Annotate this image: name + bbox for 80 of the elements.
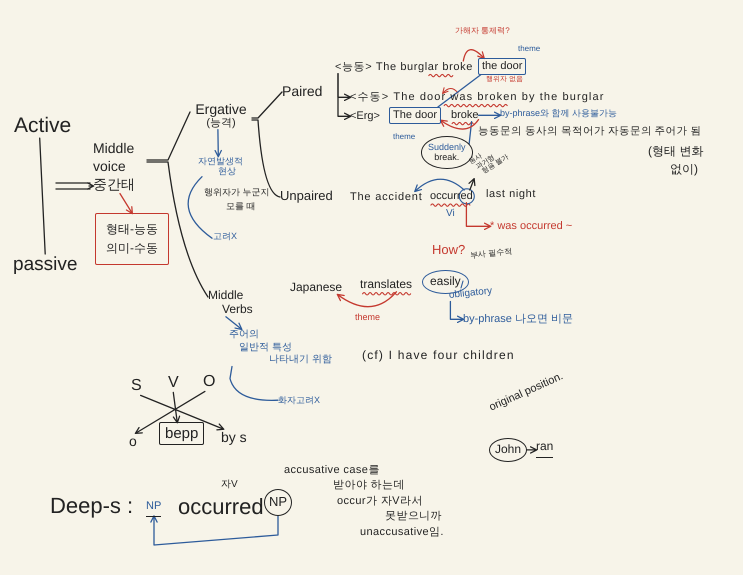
arrow	[214, 129, 222, 158]
sentence-tag: <Erg>	[350, 110, 380, 123]
note: 고려X	[213, 231, 238, 242]
note: * was occurred ~	[490, 220, 572, 233]
word: occurred	[178, 494, 264, 520]
term: Unpaired	[280, 189, 333, 204]
term: Ergative	[194, 101, 248, 118]
arrow	[462, 49, 485, 62]
annotation: 자V	[221, 479, 238, 490]
note: Suddenly	[428, 142, 466, 152]
note: 행위자가 누군지 모를 때	[204, 185, 270, 214]
word: Japanese	[290, 281, 342, 295]
connector-line	[39, 137, 46, 255]
boxed-word: bepp	[159, 422, 204, 446]
connector-line	[229, 366, 279, 401]
connector-line	[251, 91, 283, 119]
word: ran	[536, 440, 554, 458]
note: How?	[432, 243, 466, 258]
letter: o	[129, 433, 137, 450]
note: 능동문의 동사의 목적어가 자동문의 주어가 됨	[478, 125, 702, 138]
connector-line	[437, 74, 482, 108]
word: translates	[360, 278, 412, 292]
arrow	[478, 112, 502, 120]
note-box: 형태-능동 의미-수동	[95, 213, 169, 266]
letter: S	[131, 377, 142, 396]
phrase: The accident	[350, 191, 423, 204]
word: by s	[221, 429, 247, 446]
circled-word: NP	[264, 489, 292, 516]
note: (cf) I have four children	[362, 349, 515, 363]
connector-line	[251, 119, 281, 198]
arrow	[440, 118, 480, 130]
note: by-phrase와 함께 사용불가능	[500, 108, 618, 118]
annotation: theme	[393, 132, 416, 142]
connector-line	[188, 176, 213, 239]
arrow	[336, 291, 398, 308]
word: NP	[146, 500, 162, 517]
connector-line	[146, 161, 209, 298]
term: Middle voice	[93, 139, 136, 176]
note: Deep-s :	[50, 493, 134, 518]
edge-label: theme	[354, 312, 382, 322]
note: (형태 변화 없이)	[648, 143, 704, 178]
term: passive	[13, 254, 78, 276]
arrow	[450, 300, 464, 324]
annotation: theme	[518, 44, 540, 54]
connector-line	[468, 120, 472, 145]
boxed-phrase: The door	[389, 107, 442, 124]
arrow	[225, 316, 243, 330]
example-sentence: <수동> The door was broken by the burglar	[350, 91, 604, 104]
arrow	[468, 178, 476, 191]
arrow	[337, 72, 352, 120]
arrow	[140, 394, 224, 430]
arrow	[150, 515, 279, 546]
term: Paired	[282, 83, 322, 100]
note: by-phrase 나오면 비문	[463, 313, 574, 326]
arrow	[134, 390, 206, 434]
circled-word: John	[489, 438, 528, 462]
annotation: Vi	[446, 208, 455, 220]
note: 자연발생적 현상	[198, 156, 243, 177]
boxed-phrase: the door	[478, 58, 526, 75]
term: (능격)	[205, 117, 237, 130]
arrow	[172, 392, 180, 424]
note: break.	[433, 152, 460, 163]
note: 주어의 일반적 특성 나타내기 위함	[229, 329, 332, 366]
term: Middle Verbs	[208, 288, 253, 317]
example-sentence: <능동> The burglar broke	[335, 61, 473, 74]
word: broke	[451, 109, 479, 122]
arrow	[119, 192, 134, 214]
term: 중간태	[93, 175, 136, 194]
letter: O	[203, 373, 216, 392]
arrow	[414, 178, 465, 192]
term: Active	[14, 114, 72, 138]
connector-line	[146, 111, 191, 161]
note: 화자고려X	[278, 395, 320, 406]
note: 부사 필수적	[470, 246, 512, 260]
arrow	[526, 446, 538, 454]
arrow	[466, 202, 492, 230]
letter: V	[168, 374, 179, 392]
phrase: last night	[486, 188, 536, 201]
arrow	[55, 182, 94, 190]
note: 가해자 통제력?	[455, 26, 510, 36]
